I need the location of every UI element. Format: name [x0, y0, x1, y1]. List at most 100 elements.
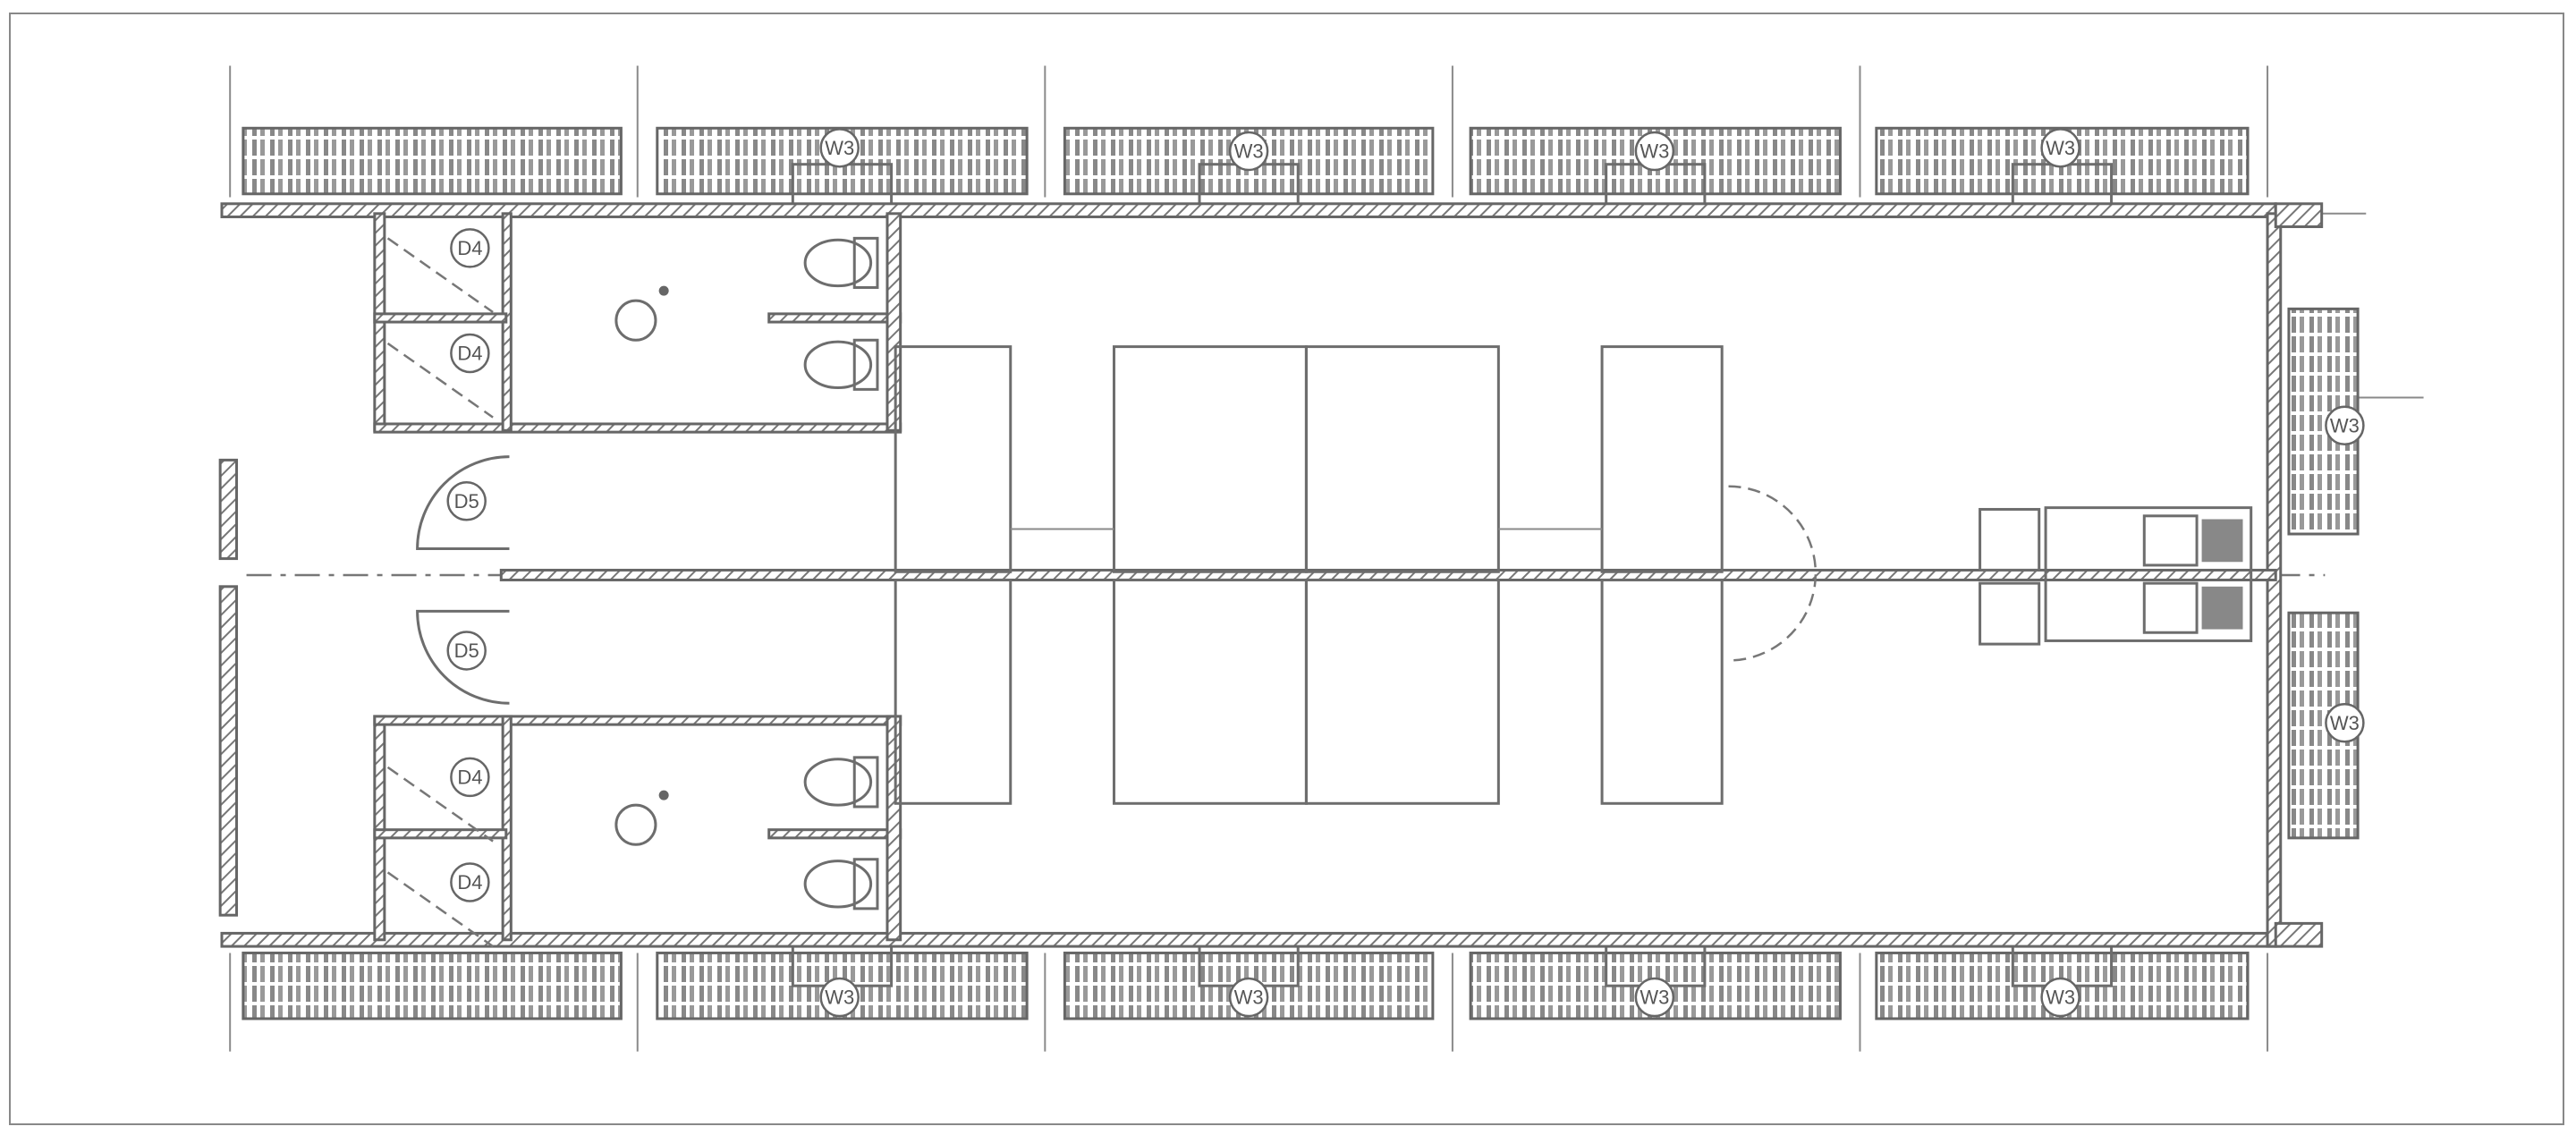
- window-tag-w3-label: W3: [2330, 414, 2360, 436]
- tag-circle: [819, 128, 860, 168]
- window-tag-w3: W3: [1634, 977, 1675, 1018]
- table: [1112, 578, 1308, 805]
- door-swing-d4: [386, 766, 494, 843]
- drain-dot: [658, 790, 669, 800]
- window-tag-w3-label: W3: [2046, 137, 2075, 159]
- door-tag-d4: D4: [450, 757, 490, 798]
- window-tag-w3: W3: [819, 128, 860, 168]
- wall: [2274, 202, 2324, 229]
- wall: [886, 715, 902, 942]
- window-tag-w3: W3: [1634, 131, 1675, 172]
- window-tag-w3: W3: [2325, 405, 2365, 446]
- door-tag-d5: D5: [446, 481, 487, 521]
- wall: [501, 715, 513, 942]
- tag-circle: [1634, 131, 1675, 172]
- sink-basin: [2142, 514, 2199, 567]
- door-swing-d4: [386, 871, 494, 948]
- tag-circle: [446, 631, 487, 671]
- window-tag-w3: W3: [2040, 977, 2080, 1018]
- door-swing: [1728, 485, 1818, 662]
- wall: [767, 828, 902, 840]
- table: [1600, 345, 1724, 573]
- tag-circle: [1634, 977, 1675, 1018]
- door-tag-d4-label: D4: [457, 871, 482, 894]
- tag-circle: [450, 862, 490, 902]
- wall: [767, 312, 902, 324]
- window-tag-w3: W3: [1228, 977, 1269, 1018]
- wall: [373, 715, 386, 942]
- toilet-tank: [852, 756, 879, 809]
- door-tag-d4-label: D4: [457, 237, 482, 259]
- wall: [373, 715, 902, 726]
- wall: [218, 458, 239, 561]
- door-swing-d4: [386, 342, 494, 419]
- tag-circle: [2325, 405, 2365, 446]
- walls: [218, 202, 2324, 948]
- wall: [373, 312, 508, 324]
- sink-drainboard: [2201, 586, 2243, 630]
- window-tag-w3-label: W3: [1640, 140, 1669, 163]
- wall: [220, 202, 2277, 218]
- window-tag-w3: W3: [1228, 131, 1269, 172]
- toilet-tank: [852, 236, 879, 289]
- tag-circle: [1228, 977, 1269, 1018]
- table: [1304, 578, 1500, 805]
- window-strip: [242, 126, 623, 196]
- tag-circle: [450, 333, 490, 374]
- toilet-bowl: [803, 340, 873, 390]
- floor-drain: [614, 803, 657, 846]
- door-swing-d4: [386, 237, 494, 314]
- wall: [373, 422, 902, 434]
- window-tag-w3-label: W3: [825, 137, 854, 159]
- toilet-tank: [852, 858, 879, 911]
- door-tag-d4-label: D4: [457, 342, 482, 364]
- tag-circle: [450, 757, 490, 798]
- window-tag-w3-label: W3: [2046, 987, 2075, 1009]
- door-tag-d4: D4: [450, 228, 490, 268]
- tag-circle: [2040, 128, 2080, 168]
- fixtures: [386, 236, 2253, 948]
- table: [1112, 345, 1308, 573]
- window-tag-w3: W3: [2325, 703, 2365, 743]
- door-tag-d5-label: D5: [454, 490, 479, 512]
- drain-dot: [658, 285, 669, 296]
- frame-border: [9, 13, 2564, 1125]
- wall: [886, 212, 902, 432]
- window-tag-w3-label: W3: [1234, 140, 1264, 163]
- tables: [894, 345, 1724, 805]
- wall: [218, 585, 239, 917]
- window-tag-w3: W3: [819, 977, 860, 1018]
- tag-circle: [446, 481, 487, 521]
- door-tag-d5-label: D5: [454, 639, 479, 662]
- door-tag-d4-label: D4: [457, 766, 482, 788]
- sink-basin: [2142, 581, 2199, 634]
- window-tag-w3: W3: [2040, 128, 2080, 168]
- tag-circle: [1228, 131, 1269, 172]
- toilet-bowl: [803, 238, 873, 288]
- window-tag-w3-label: W3: [825, 987, 854, 1009]
- window-strip: [242, 951, 623, 1021]
- sink-drainboard: [2201, 519, 2243, 563]
- toilet-tank: [852, 338, 879, 391]
- table: [894, 578, 1013, 805]
- window-tag-w3-label: W3: [1640, 987, 1669, 1009]
- appliance: [1979, 507, 2041, 572]
- wall: [373, 828, 508, 840]
- tag-circle: [819, 977, 860, 1018]
- window-tag-w3-label: W3: [1234, 987, 1264, 1009]
- tag-circle: [2040, 977, 2080, 1018]
- tag-circle: [2325, 703, 2365, 743]
- toilet-bowl: [803, 758, 873, 807]
- door-swing-d5: [416, 609, 510, 705]
- door-tag-d4: D4: [450, 333, 490, 374]
- window-tag-w3-label: W3: [2330, 712, 2360, 734]
- door-tag-d5: D5: [446, 631, 487, 671]
- kitchen-counter: [2044, 506, 2253, 642]
- wall: [220, 931, 2277, 948]
- table: [894, 345, 1013, 573]
- wall: [2274, 921, 2324, 948]
- appliance: [1979, 581, 2041, 646]
- tag-circle: [450, 228, 490, 268]
